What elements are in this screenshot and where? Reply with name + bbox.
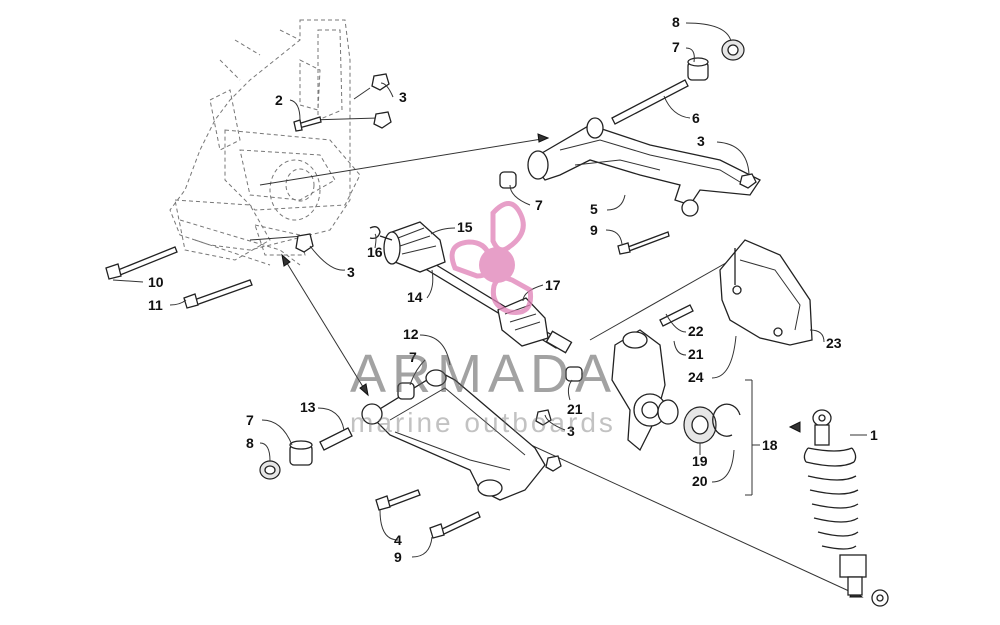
callout-7-c: 7: [409, 349, 417, 365]
bolt-upper-arm: [617, 231, 670, 255]
callout-4: 4: [394, 532, 402, 548]
callout-13: 13: [300, 399, 316, 415]
callout-11: 11: [148, 297, 163, 313]
callout-17: 17: [545, 277, 561, 293]
callout-2: 2: [275, 92, 283, 108]
callout-16: 16: [367, 244, 383, 260]
bushing-lower: [289, 440, 313, 466]
callout-15: 15: [457, 219, 473, 235]
bolt-lower-9: [429, 511, 481, 539]
callout-21-b: 21: [567, 401, 583, 417]
seal-lower: [259, 460, 281, 480]
shock-absorber: [788, 409, 889, 607]
callout-10: 10: [148, 274, 164, 290]
a-arm-guard: [719, 239, 813, 346]
left-fasteners: [105, 73, 392, 309]
callout-5: 5: [590, 201, 598, 217]
callout-14: 14: [407, 289, 423, 305]
callout-3-b: 3: [697, 133, 705, 149]
bolt-lower-4: [375, 489, 421, 511]
callout-21-a: 21: [688, 346, 704, 362]
callout-20: 20: [692, 473, 708, 489]
spindle-knuckle: [565, 304, 741, 452]
callout-9-a: 9: [590, 222, 598, 238]
callout-6: 6: [692, 110, 700, 126]
callout-22: 22: [688, 323, 704, 339]
callout-23: 23: [826, 335, 842, 351]
callout-24: 24: [688, 369, 704, 385]
callout-3-d: 3: [567, 423, 575, 439]
nut-upper-right: [739, 173, 757, 189]
callout-12: 12: [403, 326, 419, 342]
lower-arm-pivot-pin: [319, 427, 353, 451]
lower-a-arm: [361, 369, 562, 501]
armada-logo: [449, 201, 534, 316]
bushing-upper-arm: [499, 171, 517, 189]
callout-3-c: 3: [347, 264, 355, 280]
callout-7-b: 7: [535, 197, 543, 213]
callout-9-b: 9: [394, 549, 402, 565]
callout-7-a: 7: [672, 39, 680, 55]
callout-19: 19: [692, 453, 708, 469]
callout-7-d: 7: [246, 412, 254, 428]
watermark-brand: ARMADA: [350, 344, 617, 404]
seal-top: [721, 39, 745, 61]
watermark: ARMADA marine outboards: [350, 201, 617, 438]
upper-arm-pivot-shaft: [611, 79, 689, 125]
callouts: 1 2 3 3 3 3 4 5 6 7 7 7 7: [112, 14, 878, 565]
upper-a-arm: [527, 117, 761, 217]
callout-3-a: 3: [399, 89, 407, 105]
chassis-frame: [169, 19, 361, 266]
bushing-top: [687, 57, 709, 81]
callout-18: 18: [762, 437, 778, 453]
callout-8-a: 8: [672, 14, 680, 30]
callout-1: 1: [870, 427, 878, 443]
callout-8-b: 8: [246, 435, 254, 451]
watermark-tagline: marine outboards: [350, 407, 616, 438]
